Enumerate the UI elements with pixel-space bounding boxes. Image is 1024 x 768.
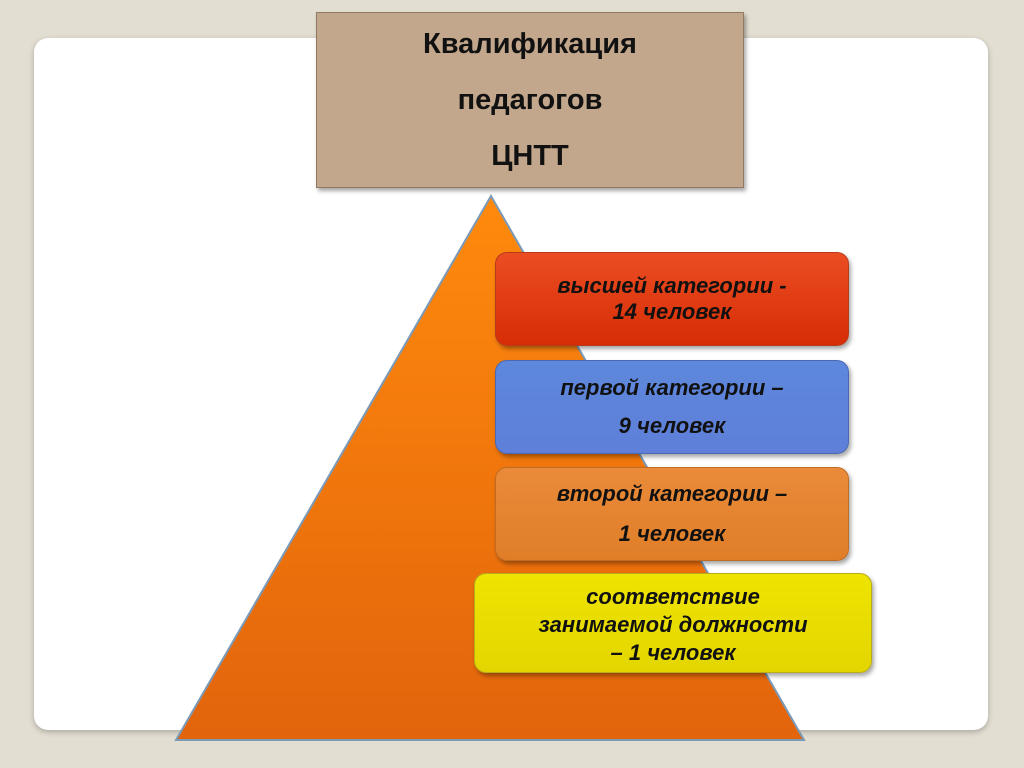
level-second-line-1: второй категории – — [556, 481, 788, 506]
level-highest-category: высшей категории - 14 человек — [495, 252, 849, 346]
level-second-line-2: 1 человек — [618, 521, 726, 546]
level-compliance-line-1: соответствие — [586, 584, 760, 609]
level-first-category: первой категории – 9 человек — [495, 360, 849, 454]
level-position-compliance: соответствие занимаемой должности – 1 че… — [474, 573, 872, 673]
title-box: Квалификация педагогов ЦНТТ — [316, 12, 744, 188]
title-line-2: педагогов — [457, 84, 603, 116]
level-compliance-line-3: – 1 человек — [610, 640, 736, 665]
level-second-category: второй категории – 1 человек — [495, 467, 849, 561]
title-line-1: Квалификация — [423, 28, 637, 60]
title-line-3: ЦНТТ — [491, 140, 569, 172]
level-first-line-1: первой категории – — [560, 375, 784, 400]
level-highest-line-1: высшей категории - — [557, 273, 787, 298]
level-first-line-2: 9 человек — [618, 413, 726, 438]
level-highest-line-2: 14 человек — [612, 299, 732, 324]
level-compliance-line-2: занимаемой должности — [538, 612, 808, 637]
